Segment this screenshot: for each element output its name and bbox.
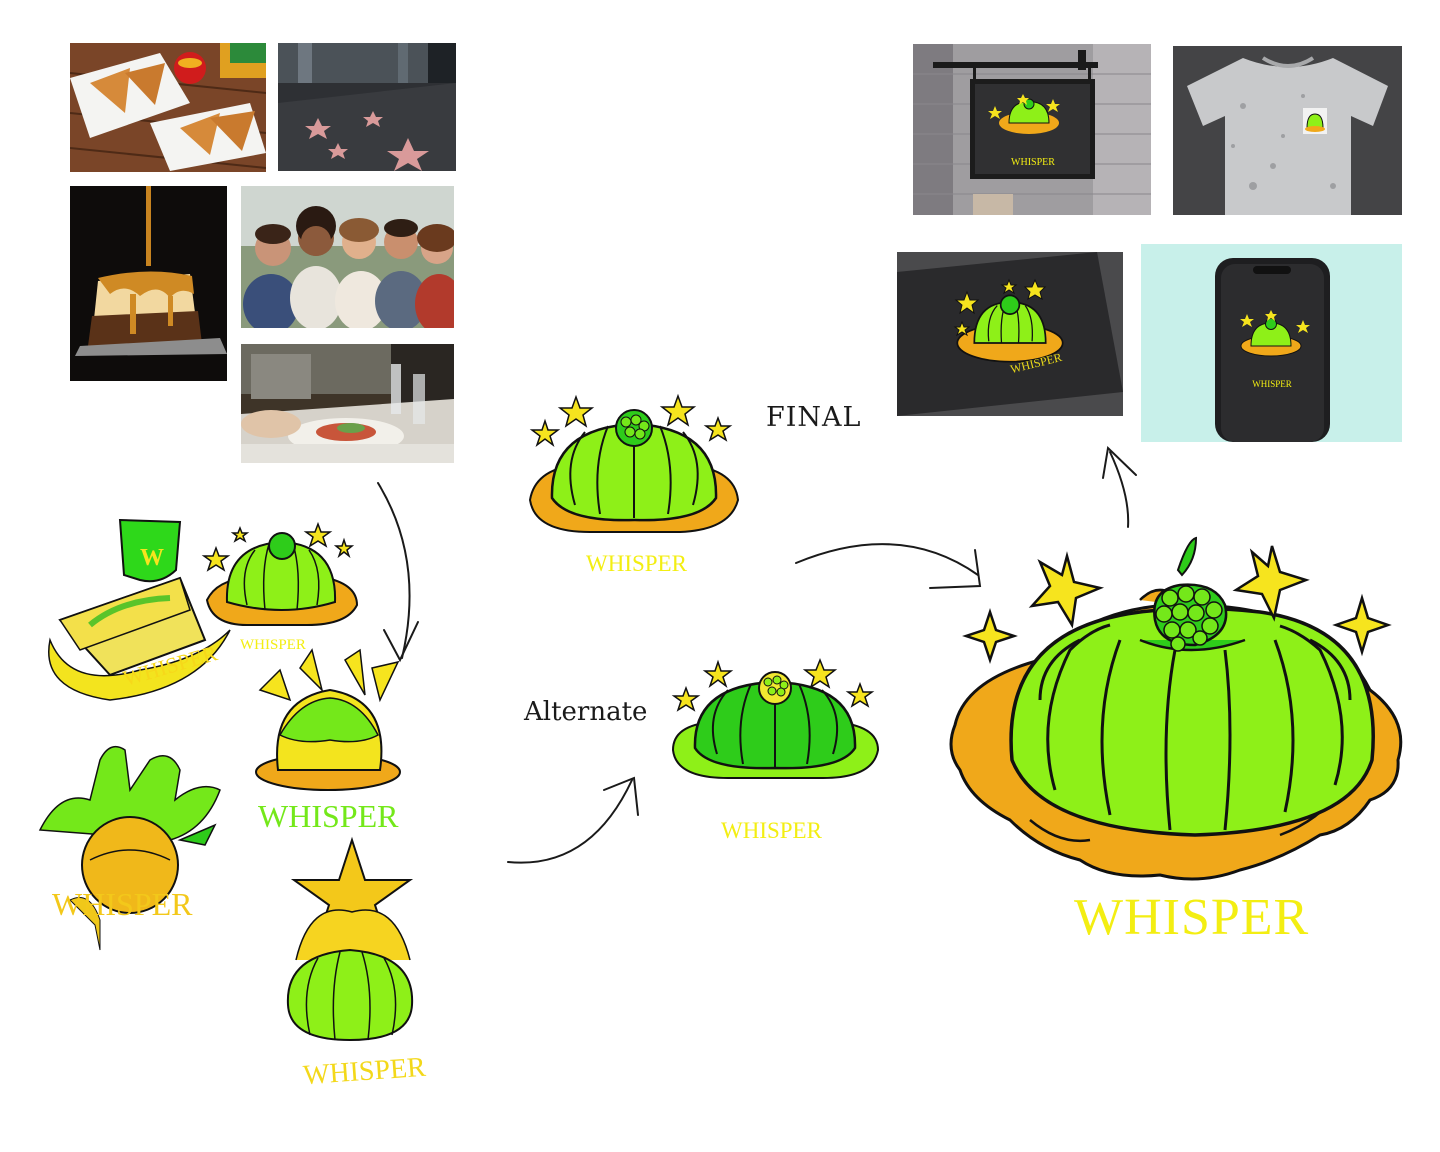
sketch-word-jelly-small: WHISPER (240, 637, 306, 653)
mockup-t-shirt-pocket (1173, 46, 1402, 215)
arrow-final-to-large-logo (795, 543, 979, 576)
alternate-wordmark: WHISPER (721, 818, 822, 843)
mockup-smartphone-screen: WHISPER (1141, 244, 1402, 442)
alternate-logo (671, 671, 880, 779)
final-wordmark: WHISPER (586, 551, 687, 576)
final-label: FINAL (766, 402, 862, 433)
sketch-word-dancers-ball: WHISPER (52, 886, 193, 922)
sketch-dancers-jelly (255, 648, 401, 791)
mockup-hanging-sign: WHISPER (913, 44, 1151, 215)
large-logo-stars (962, 545, 1392, 664)
phone-brand-text: WHISPER (1252, 379, 1292, 389)
large-final-wordmark: WHISPER (1074, 889, 1310, 946)
mood-photo-caramel-pudding (70, 186, 227, 381)
mood-photo-walk-of-fame (278, 43, 456, 171)
alternate-label: Alternate (524, 697, 648, 727)
sketch-dancers-ball (38, 745, 221, 951)
mockup-business-card: WHISPER (897, 252, 1123, 416)
sketch-w-monogram: W (140, 545, 164, 571)
arrow-logo-to-mockups (1109, 451, 1130, 528)
arrow-sketches-to-alternate (507, 779, 633, 864)
sketch-word-dancers-jelly: WHISPER (258, 798, 399, 834)
sign-brand-text: WHISPER (1011, 157, 1055, 168)
mood-photo-dining-table (241, 344, 454, 463)
arrow-moodboard-to-sketches (377, 482, 411, 659)
mood-photo-fried-pastries (70, 43, 266, 172)
sketch-star-jelly (286, 836, 414, 1042)
final-logo (528, 409, 740, 533)
mood-photo-friends-group (241, 186, 454, 328)
large-logo-jelly (1009, 606, 1375, 837)
large-logo-topping (1153, 536, 1228, 652)
sketch-jelly-small (205, 532, 359, 626)
sketch-pie-slice (48, 518, 231, 701)
